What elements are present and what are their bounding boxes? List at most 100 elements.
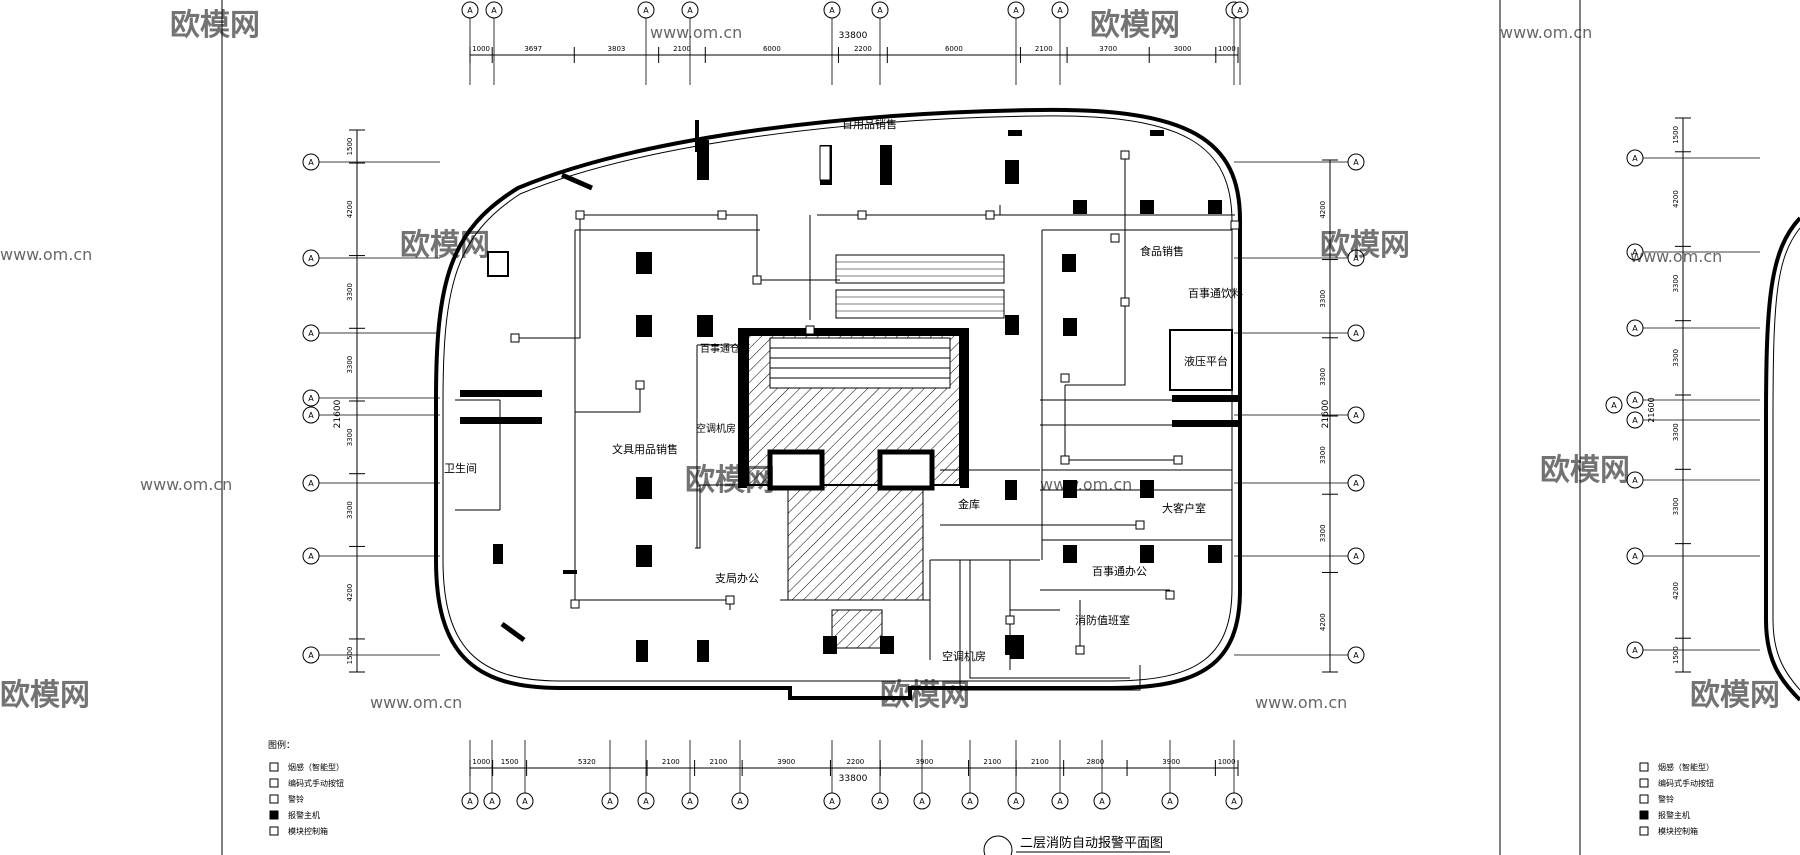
rp-total: 21600 bbox=[1647, 397, 1656, 422]
rp-dim-value: 4200 bbox=[1672, 582, 1680, 600]
bottom-dim-value: 2200 bbox=[846, 758, 864, 766]
smoke-detector-icon bbox=[717, 210, 727, 220]
axis-bubble-top-label: A bbox=[643, 6, 649, 15]
column bbox=[1005, 160, 1019, 184]
watermark-brand: 欧模网 bbox=[1090, 8, 1180, 43]
axis-bubble-bottom-label: A bbox=[1099, 797, 1105, 806]
smoke-detector-icon bbox=[1060, 373, 1070, 383]
room-vault: 金库 bbox=[958, 497, 980, 511]
axis-bubble-left-label: A bbox=[308, 158, 314, 167]
left-dim-value: 3300 bbox=[346, 501, 354, 519]
right-dim-value: 4200 bbox=[1319, 613, 1327, 631]
axis-bubble-bottom-label: A bbox=[1231, 797, 1237, 806]
top-dim-value: 3700 bbox=[1099, 45, 1117, 53]
smoke-detector-icon bbox=[752, 275, 762, 285]
right-panel-outline-inner bbox=[1772, 227, 1800, 691]
watermark-brand: 欧模网 bbox=[400, 228, 490, 263]
left-dim-value: 3300 bbox=[346, 283, 354, 301]
bottom-dim-value: 2800 bbox=[1086, 758, 1104, 766]
core-hatch-lower bbox=[787, 484, 924, 601]
rp-legend-item-bell-icon bbox=[1639, 794, 1649, 804]
top-dim-value: 6000 bbox=[945, 45, 963, 53]
column bbox=[697, 140, 709, 180]
axis-bubble-left-label: A bbox=[308, 254, 314, 263]
elevator-right bbox=[877, 449, 935, 491]
diagonal-mark-top bbox=[561, 172, 593, 191]
bottom-dim-value: 2100 bbox=[662, 758, 680, 766]
diagonal-mark-bottom bbox=[500, 621, 526, 643]
watermark-url: www.om.cn bbox=[1630, 247, 1722, 266]
overall-dimension-bottom: 33800 bbox=[839, 774, 868, 784]
interior-walls bbox=[455, 229, 1232, 670]
axis-bubble-left-label: A bbox=[308, 479, 314, 488]
rp-legend-item-text: 报警主机 bbox=[1658, 810, 1690, 820]
column bbox=[1063, 480, 1077, 498]
column bbox=[493, 544, 503, 564]
stair-lines bbox=[770, 347, 950, 379]
axis-bubble-bottom-label: A bbox=[687, 797, 693, 806]
rp-legend-item-text: 模块控制箱 bbox=[1658, 826, 1698, 836]
axis-bubble-rp-extra bbox=[1605, 396, 1623, 414]
column bbox=[636, 252, 652, 274]
smoke-detector-icon bbox=[1165, 590, 1175, 600]
bottom-dim-value: 2100 bbox=[1031, 758, 1049, 766]
left-dim-value: 4200 bbox=[346, 200, 354, 218]
legend-item-M-icon bbox=[269, 778, 279, 788]
right-dim-value: 4200 bbox=[1319, 201, 1327, 219]
rp-legend-item-host-icon bbox=[1639, 810, 1649, 820]
room-ac-room-1: 空调机房 bbox=[696, 422, 736, 435]
watermark-brand: 欧模网 bbox=[170, 8, 260, 43]
bottom-dim-value: 5320 bbox=[578, 758, 596, 766]
column bbox=[1208, 545, 1222, 563]
axis-bubble-rp-label: A bbox=[1632, 476, 1638, 485]
column bbox=[697, 640, 709, 662]
watermark-url: www.om.cn bbox=[140, 475, 232, 494]
rp-legend-item-text: 烟感（智能型） bbox=[1658, 762, 1714, 772]
axis-bubble-bottom-label: A bbox=[607, 797, 613, 806]
bottom-dim-value: 1500 bbox=[501, 758, 519, 766]
smoke-detector-icon bbox=[570, 599, 580, 609]
watermark-brand: 欧模网 bbox=[1540, 453, 1630, 488]
bottom-dim-value: 3900 bbox=[777, 758, 795, 766]
top-dim-value: 2200 bbox=[854, 45, 872, 53]
top-dim-value: 3803 bbox=[608, 45, 626, 53]
right-dim-value: 3300 bbox=[1319, 524, 1327, 542]
core-wall-left bbox=[738, 328, 747, 488]
axis-bubble-right-label: A bbox=[1353, 411, 1359, 420]
building-outline-inner bbox=[442, 115, 1233, 682]
legend-item-text: 报警主机 bbox=[288, 810, 320, 820]
room-toilet: 卫生间 bbox=[444, 461, 477, 475]
column bbox=[880, 636, 894, 654]
legend-item-text: 警铃 bbox=[288, 794, 304, 804]
legend-title: 图例： bbox=[268, 739, 295, 751]
bottom-dim-value: 1000 bbox=[1218, 758, 1236, 766]
rp-dim-value: 3300 bbox=[1672, 423, 1680, 441]
axis-bubble-bottom-label: A bbox=[1013, 797, 1019, 806]
rp-legend-item-text: 编码式手动按钮 bbox=[1658, 778, 1714, 788]
top-dim-value: 1000 bbox=[472, 45, 490, 53]
axis-bubble-rp-label: A bbox=[1632, 324, 1638, 333]
axis-bubble-rp-extra-label: A bbox=[1611, 401, 1617, 410]
column bbox=[823, 636, 837, 654]
door-mark bbox=[563, 570, 577, 574]
smoke-detector-icon bbox=[1120, 150, 1130, 160]
column bbox=[636, 545, 652, 567]
column bbox=[1073, 200, 1087, 214]
right-dim-value: 3300 bbox=[1319, 368, 1327, 386]
axis-bubble-bottom-label: A bbox=[967, 797, 973, 806]
axis-bubble-left-label: A bbox=[308, 651, 314, 660]
left-dim-value: 1500 bbox=[346, 647, 354, 665]
smoke-detector-icon bbox=[575, 210, 585, 220]
watermark-url: www.om.cn bbox=[1040, 475, 1132, 494]
watermark-url: www.om.cn bbox=[650, 23, 742, 42]
title-circle bbox=[983, 835, 1013, 855]
column bbox=[1005, 480, 1017, 500]
axis-bubble-bottom-label: A bbox=[919, 797, 925, 806]
rp-dim-value: 3300 bbox=[1672, 498, 1680, 516]
watermark-brand: 欧模网 bbox=[685, 463, 775, 498]
axis-bubble-bottom-label: A bbox=[1057, 797, 1063, 806]
column bbox=[636, 477, 652, 499]
